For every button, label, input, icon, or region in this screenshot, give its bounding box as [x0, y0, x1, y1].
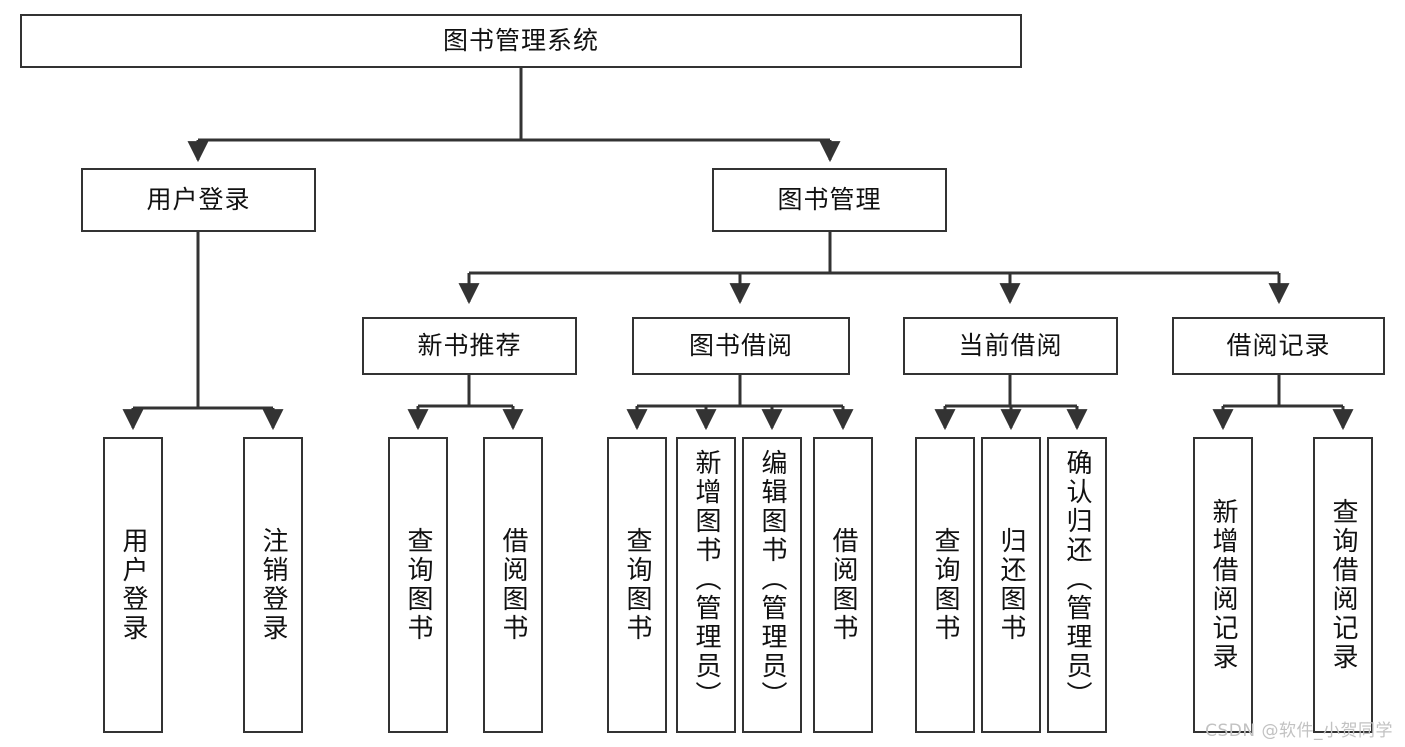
- node-root-system[interactable]: 图书管理系统: [20, 14, 1022, 68]
- node-label: 查询图书: [403, 527, 434, 643]
- leaf-logout-login[interactable]: 注销登录: [243, 437, 303, 733]
- node-label: 新增图书（管理员）: [691, 449, 722, 710]
- leaf-query-book-current[interactable]: 查询图书: [915, 437, 975, 733]
- node-label: 借阅图书: [828, 527, 859, 643]
- node-label: 查询图书: [930, 527, 961, 643]
- leaf-return-book[interactable]: 归还图书: [981, 437, 1041, 733]
- node-label: 图书管理: [777, 184, 882, 214]
- node-label: 借阅图书: [498, 527, 529, 643]
- node-label: 新增借阅记录: [1208, 498, 1239, 672]
- node-label: 确认归还（管理员）: [1062, 449, 1093, 710]
- node-label: 注销登录: [258, 527, 289, 643]
- leaf-add-book[interactable]: 新增图书（管理员）: [676, 437, 736, 733]
- leaf-edit-book[interactable]: 编辑图书（管理员）: [742, 437, 802, 733]
- leaf-add-borrow-record[interactable]: 新增借阅记录: [1193, 437, 1253, 733]
- node-borrow-record[interactable]: 借阅记录: [1172, 317, 1385, 375]
- node-label: 新书推荐: [417, 330, 522, 360]
- node-label: 当前借阅: [958, 330, 1063, 360]
- node-label: 图书借阅: [688, 330, 793, 360]
- node-label: 用户登录: [118, 527, 149, 643]
- node-book-manage[interactable]: 图书管理: [712, 168, 947, 232]
- leaf-user-login[interactable]: 用户登录: [103, 437, 163, 733]
- leaf-borrow-book[interactable]: 借阅图书: [813, 437, 873, 733]
- node-user-login[interactable]: 用户登录: [81, 168, 316, 232]
- node-new-book-recommend[interactable]: 新书推荐: [362, 317, 577, 375]
- node-label: 归还图书: [996, 527, 1027, 643]
- node-label: 查询借阅记录: [1328, 498, 1359, 672]
- node-label: 借阅记录: [1226, 330, 1331, 360]
- leaf-query-borrow-record[interactable]: 查询借阅记录: [1313, 437, 1373, 733]
- node-label: 用户登录: [146, 184, 251, 214]
- node-label: 图书管理系统: [442, 25, 599, 55]
- leaf-borrow-book-recommend[interactable]: 借阅图书: [483, 437, 543, 733]
- node-label: 编辑图书（管理员）: [757, 449, 788, 710]
- leaf-confirm-return[interactable]: 确认归还（管理员）: [1047, 437, 1107, 733]
- node-label: 查询图书: [622, 527, 653, 643]
- leaf-query-book-borrow[interactable]: 查询图书: [607, 437, 667, 733]
- watermark: CSDN @软件_小贺同学: [1205, 721, 1393, 741]
- node-current-borrow[interactable]: 当前借阅: [903, 317, 1118, 375]
- node-book-borrow[interactable]: 图书借阅: [632, 317, 850, 375]
- leaf-query-book-recommend[interactable]: 查询图书: [388, 437, 448, 733]
